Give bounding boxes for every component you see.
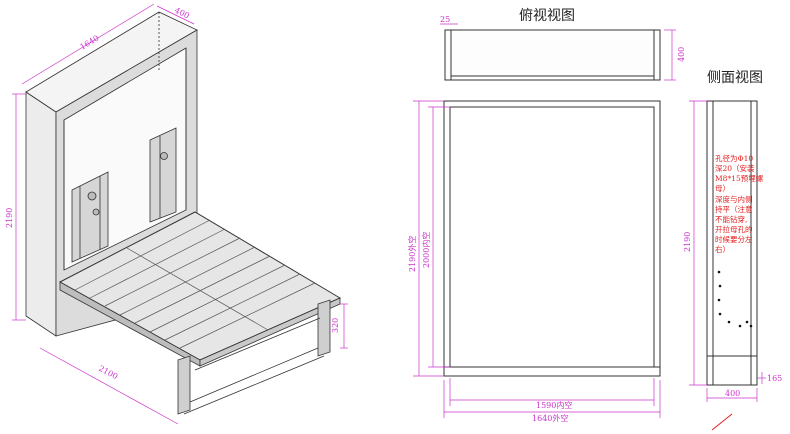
top-view-outline — [444, 29, 661, 81]
svg-text:不能钻穿,: 不能钻穿, — [715, 214, 747, 224]
svg-text:母）: 母） — [715, 184, 730, 193]
iso-height-label: 2190 — [5, 208, 14, 228]
front-inner-height-label: 2000内空 — [421, 232, 431, 268]
front-view-outer — [443, 100, 661, 377]
svg-text:深度与内侧: 深度与内侧 — [715, 194, 753, 204]
bed-leg — [177, 355, 191, 415]
side-view-title: 侧面视图 — [707, 70, 763, 86]
cabinet-left-face — [25, 91, 57, 337]
svg-text:开拉母孔的: 开拉母孔的 — [715, 224, 753, 234]
svg-text:孔径为Φ10: 孔径为Φ10 — [715, 153, 753, 163]
front-view — [443, 100, 661, 377]
side-view-outline — [706, 100, 758, 386]
svg-text:时候要分左: 时候要分左 — [715, 234, 753, 244]
top-view-depth-label: 400 — [677, 47, 686, 62]
front-view-dimensions — [413, 100, 661, 418]
top-view-wall-label: 25 — [440, 15, 450, 24]
svg-text:右）: 右） — [715, 244, 730, 254]
top-view-title: 俯视视图 — [519, 8, 575, 24]
side-view-note: 孔径为Φ10 深20（安装 M8*15预埋螺 母） 深度与内侧 持平（注意 不能… — [715, 153, 764, 254]
mechanism-right — [149, 127, 177, 223]
bed-leg-right — [317, 299, 331, 357]
top-view — [444, 29, 661, 81]
side-view-holes — [717, 270, 753, 328]
side-offset-label: 165 — [767, 374, 782, 383]
side-depth-label: 400 — [725, 389, 740, 398]
iso-length-label: 2100 — [97, 364, 119, 382]
top-view-dimensions — [440, 23, 676, 81]
side-height-label: 2190 — [683, 232, 692, 252]
front-outer-width-label: 1640外空 — [532, 413, 568, 423]
mechanism-left — [71, 171, 109, 263]
svg-text:深20（安装: 深20（安装 — [715, 163, 755, 173]
svg-text:持平（注意: 持平（注意 — [715, 204, 753, 214]
side-view-dimensions — [689, 100, 766, 402]
arrow-indicator — [711, 413, 733, 431]
iso-leg-height-label: 320 — [331, 318, 340, 333]
side-view — [706, 100, 758, 386]
front-outer-height-label: 2190外空 — [407, 236, 417, 272]
bed-slats — [74, 219, 316, 349]
front-inner-width-label: 1590内空 — [536, 400, 572, 410]
svg-text:M8*15预埋螺: M8*15预埋螺 — [715, 173, 764, 183]
isometric-view — [25, 11, 342, 415]
iso-dimensions — [12, 3, 348, 425]
